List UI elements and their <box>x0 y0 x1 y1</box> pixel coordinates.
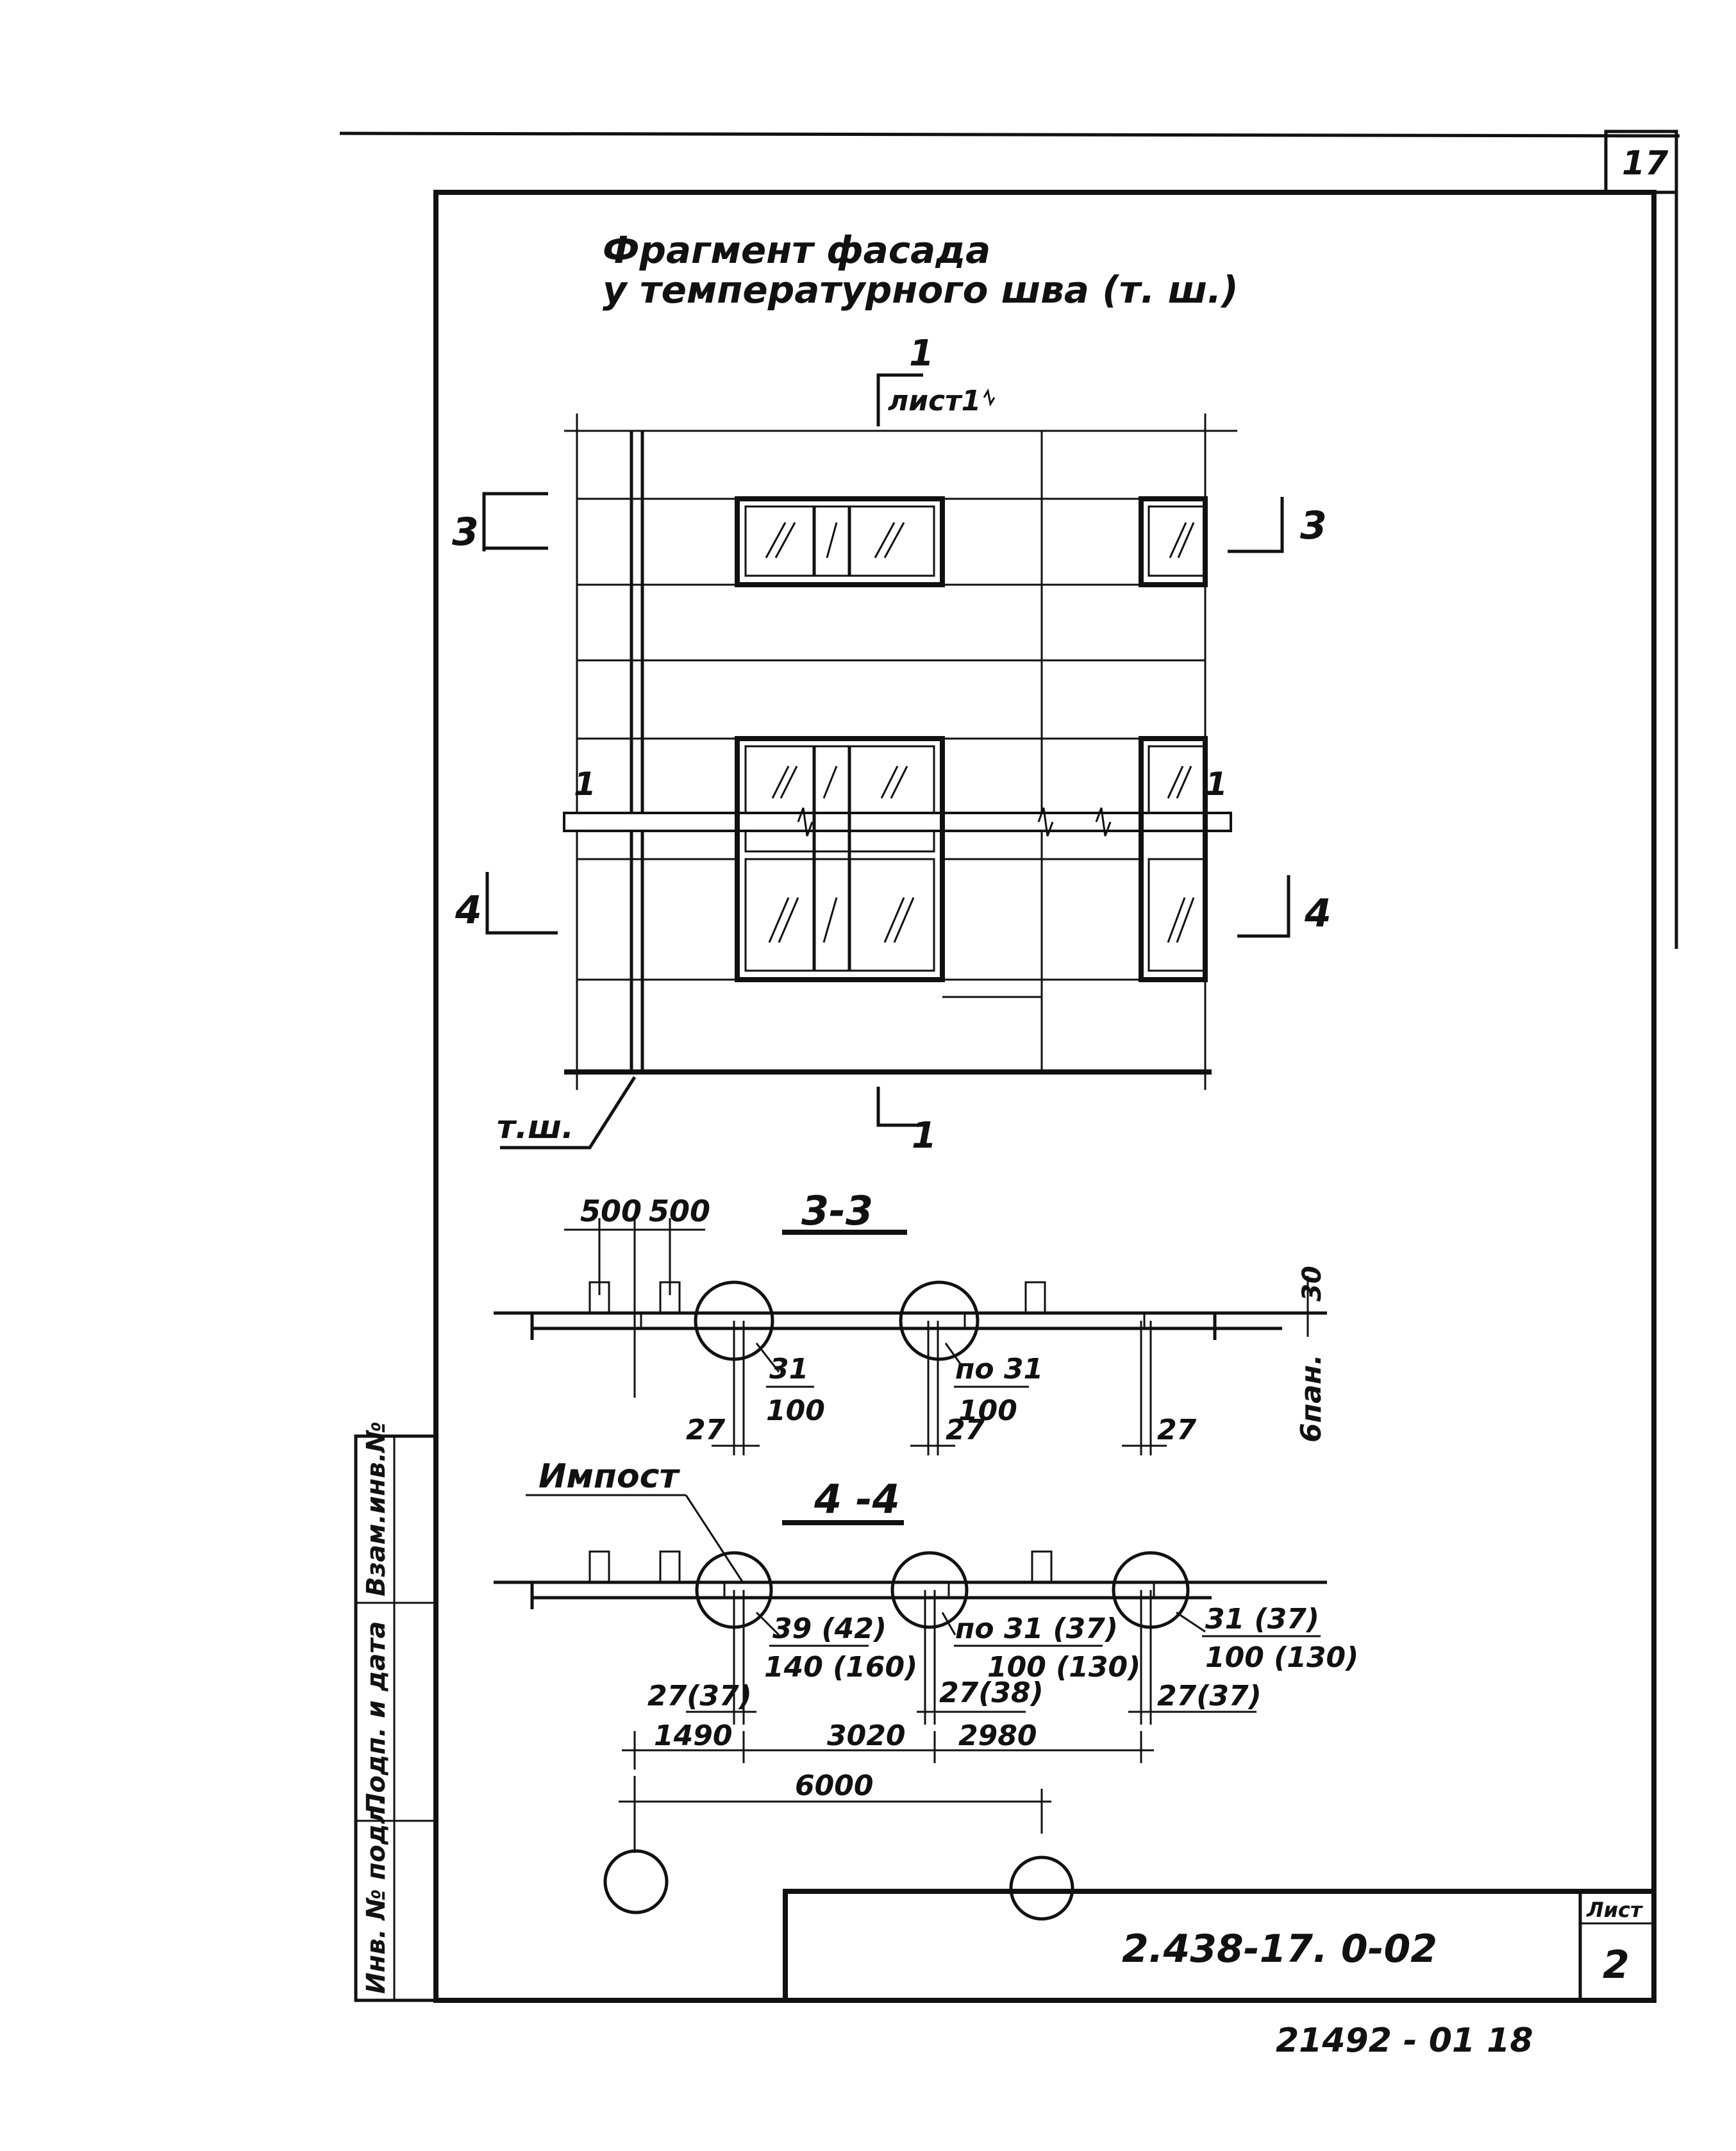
dim-500-left: 500 <box>580 1194 642 1228</box>
callout-4-a-top: 39 (42) <box>772 1612 887 1645</box>
section-ref-top: лист1 <box>888 385 981 417</box>
axis-bubble-right <box>1009 1855 1074 1921</box>
span-1: 1490 <box>654 1720 732 1752</box>
footer-number: 21492 - 01 18 <box>1276 2021 1533 2060</box>
span-2: 3020 <box>827 1720 905 1752</box>
cut-4-right <box>1237 875 1290 938</box>
cut-4-left <box>485 872 558 935</box>
span-total: 6000 <box>795 1770 873 1802</box>
callout-4-c-bottom: 100 (130) <box>1205 1641 1358 1674</box>
callout-4-a-bottom: 140 (160) <box>764 1651 917 1684</box>
axis-bubble-left <box>603 1849 669 1914</box>
section-mark-top: 1 <box>909 333 934 374</box>
dim-500-right: 500 <box>649 1194 710 1228</box>
joint-label: т.ш. <box>497 1109 574 1146</box>
sheet-number: 2 <box>1603 1943 1630 1988</box>
cut-4-left-label: 4 <box>455 888 482 933</box>
callout-a-top: 31 <box>769 1353 808 1385</box>
section-4-4: 4 -4 Импост 39 (42) 140 (160) по 31 (37)… <box>494 1457 1358 1921</box>
upper-window-right <box>1139 496 1208 587</box>
callout-4-b-top: по 31 (37) <box>955 1612 1118 1645</box>
stamp-field-2: Подп. и дата <box>362 1621 391 1814</box>
upper-window <box>735 496 945 587</box>
callout-4-c-top: 31 (37) <box>1205 1603 1319 1636</box>
callout-b-top: по 31 <box>955 1353 1043 1385</box>
drawing-title-line2: у температурного шва (т. ш.) <box>603 268 1239 312</box>
drawing-title-line1: Фрагмент фасада <box>603 228 990 272</box>
dim-4-b: 27(38) <box>939 1677 1044 1709</box>
top-trim-line <box>339 131 1680 138</box>
cut-4-right-label: 4 <box>1304 891 1331 936</box>
dim-6pan-vertical: 6пан. <box>1295 1354 1328 1443</box>
dim-4-a: 27(37) <box>647 1680 752 1712</box>
cut-3-right-label: 3 <box>1300 503 1327 548</box>
break-mark-right: 1 <box>1205 766 1228 803</box>
dim-27-b: 27 <box>946 1414 985 1446</box>
sheet-label: Лист <box>1586 1898 1644 1922</box>
span-3: 2980 <box>958 1720 1037 1752</box>
break-mark-left: 1 <box>574 766 596 803</box>
dim-27-c: 27 <box>1157 1414 1197 1446</box>
stamp-field-3: Взам.инв.№ <box>362 1421 391 1596</box>
corner-number: 17 <box>1622 144 1669 183</box>
callout-4-b-bottom: 100 (130) <box>987 1651 1140 1684</box>
section-cut-1-bottom <box>876 1087 923 1127</box>
section-3-3-title: 3-3 <box>801 1187 873 1234</box>
cut-3-left <box>482 492 548 550</box>
drawing-frame <box>433 190 1657 2003</box>
dim-27-a: 27 <box>686 1414 726 1446</box>
facade-elevation: 1 лист1 1 3 3 4 4 1 1 т.ш. <box>452 333 1331 1157</box>
joint-leader <box>500 1076 637 1150</box>
cut-3-right <box>1228 497 1284 553</box>
stamp-field-1: Инв. № подл. <box>362 1795 391 1994</box>
side-stamp: Инв. № подл. Подп. и дата Взам.инв.№ <box>354 1421 438 2002</box>
lower-window-right <box>1139 736 1208 982</box>
section-cut-1-top <box>876 373 923 426</box>
section-4-4-title: 4 -4 <box>814 1476 900 1523</box>
section-3-3: 3-3 500 500 27 27 27 <box>494 1187 1328 1455</box>
callout-b-bottom: 100 <box>958 1394 1017 1427</box>
lower-window <box>735 736 945 982</box>
cut-3-left-label: 3 <box>452 510 479 555</box>
impost-label: Импост <box>538 1457 681 1496</box>
document-code: 2.438-17. 0-02 <box>1122 1927 1437 1971</box>
callout-a-bottom: 100 <box>766 1394 825 1427</box>
dim-30-vertical: 30 <box>1298 1266 1327 1301</box>
dim-4-c: 27(37) <box>1157 1680 1262 1712</box>
title-block: 2.438-17. 0-02 Лист 2 <box>783 1889 1657 2003</box>
section-mark-bottom: 1 <box>912 1115 937 1157</box>
